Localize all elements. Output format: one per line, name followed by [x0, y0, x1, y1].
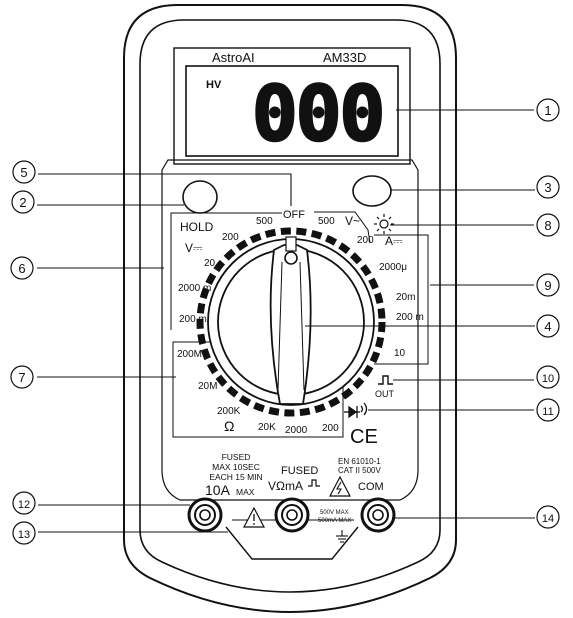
10a-max-label: MAX — [236, 487, 255, 497]
dial-pointer-slot — [285, 236, 297, 252]
callout-13: 13 — [18, 529, 30, 541]
com-jack[interactable] — [360, 497, 396, 533]
ce-mark: CE — [350, 426, 378, 448]
fused-warning-line-2: MAX 10SEC — [212, 462, 260, 472]
lcd-assembly: AstroAI AM33D HV 000 — [173, 47, 411, 165]
square-wave-out-label: OUT — [375, 389, 395, 399]
standard-line-2: CAT II 500V — [338, 466, 382, 475]
backlight-sun-icon — [374, 214, 394, 234]
ohm-symbol: Ω — [224, 418, 234, 434]
rotary-dial[interactable] — [196, 227, 386, 417]
dial-tick-ring — [196, 227, 386, 417]
dial-grip-ridge-left — [277, 261, 283, 391]
dial-labels: HOLD OFF V⎓ 500 200 20 2000 m 200 m 500 … — [177, 209, 424, 448]
lcd-bezel — [173, 47, 411, 165]
lcd-reading: 000 — [252, 69, 383, 158]
range-section-frames — [170, 211, 429, 438]
vohm-ma-label: VΩmA — [268, 479, 303, 493]
callout-2: 2 — [19, 195, 26, 210]
dcv-range-200: 200 — [222, 232, 239, 243]
fused-warning-line-3: EACH 15 MIN — [209, 472, 262, 482]
dca-range-2000u: 2000μ — [379, 262, 407, 273]
dcv-symbol: V⎓ — [185, 241, 203, 255]
ground-icon — [336, 530, 348, 543]
terminal-area: FUSED MAX 10SEC EACH 15 MIN 10A MAX FUSE… — [187, 452, 396, 560]
ohm-range-20M: 20M — [198, 381, 217, 392]
callout-leaders — [37, 109, 535, 533]
callout-4: 4 — [544, 319, 551, 334]
dca-symbol: A⎓ — [385, 234, 403, 248]
callout-7: 7 — [18, 370, 25, 385]
dca-range-200m: 200 m — [396, 312, 424, 323]
dcv-range-2000m: 2000 m — [178, 283, 211, 294]
leader-5 — [38, 173, 292, 206]
hold-button[interactable] — [182, 180, 218, 214]
callout-12: 12 — [18, 499, 30, 511]
acv-range-200: 200 — [357, 235, 374, 246]
ohm-range-200M: 200M — [177, 349, 202, 360]
lcd-window — [185, 65, 399, 157]
model-label: AM33D — [323, 50, 366, 65]
fused-warning-line-1: FUSED — [222, 452, 251, 462]
warning-triangle-icon — [243, 506, 265, 528]
ohm-range-200K: 200K — [217, 406, 241, 417]
hold-label: HOLD — [180, 220, 214, 234]
callout-10: 10 — [542, 373, 554, 385]
hv-indicator: HV — [206, 79, 222, 91]
fused-warning-text: FUSED MAX 10SEC EACH 15 MIN — [209, 452, 262, 482]
callout-9: 9 — [544, 278, 551, 293]
ohm-range-2000: 2000 — [285, 425, 308, 436]
dca-range-10: 10 — [394, 348, 406, 359]
callout-1: 1 — [544, 103, 551, 118]
dcv-range-20: 20 — [204, 258, 216, 269]
hv-warning-icon — [329, 475, 351, 497]
dcv-section-frame — [170, 212, 282, 330]
dca-section-frame — [374, 234, 429, 365]
acv-symbol: V~ — [345, 214, 360, 228]
dcv-range-200m: 200 m — [179, 314, 207, 325]
max-rating-line-2: 500mA MAX — [318, 518, 351, 524]
dca-range-20m: 20m — [396, 292, 415, 303]
acv-range-500: 500 — [318, 216, 335, 227]
callout-5: 5 — [20, 165, 27, 180]
fused-center-label: FUSED — [281, 465, 318, 477]
dial-knob-grip[interactable] — [269, 244, 312, 405]
ohm-range-200: 200 — [322, 423, 339, 434]
terminal-guard — [225, 526, 359, 560]
dial-grip-ridge-right — [299, 261, 305, 391]
square-wave-icon — [378, 375, 393, 385]
face-plate — [161, 159, 419, 501]
max-rating-line-1: 500V MAX — [320, 510, 349, 516]
callout-markers: 1 2 3 4 5 6 7 8 9 10 11 12 13 14 — [10, 98, 560, 545]
standard-line-1: EN 61010-1 — [338, 457, 381, 466]
acv-section-frame — [314, 211, 371, 244]
diode-continuity-icon — [344, 402, 368, 419]
10a-label: 10A — [205, 482, 231, 498]
fused-square-wave-icon — [308, 479, 320, 487]
com-label: COM — [358, 481, 384, 493]
off-label: OFF — [283, 209, 305, 221]
callout-14: 14 — [542, 513, 554, 525]
callout-8: 8 — [544, 218, 551, 233]
vohm-ma-jack[interactable] — [274, 497, 310, 533]
callout-6: 6 — [18, 261, 25, 276]
dcv-range-500: 500 — [256, 216, 273, 227]
brand-label: AstroAI — [212, 50, 255, 65]
callout-3: 3 — [544, 180, 551, 195]
10a-jack[interactable] — [187, 497, 223, 533]
backlight-button[interactable] — [352, 175, 392, 207]
callout-11: 11 — [542, 406, 553, 418]
dial-pointer-dot — [284, 251, 298, 265]
ohm-range-20K: 20K — [258, 422, 276, 433]
